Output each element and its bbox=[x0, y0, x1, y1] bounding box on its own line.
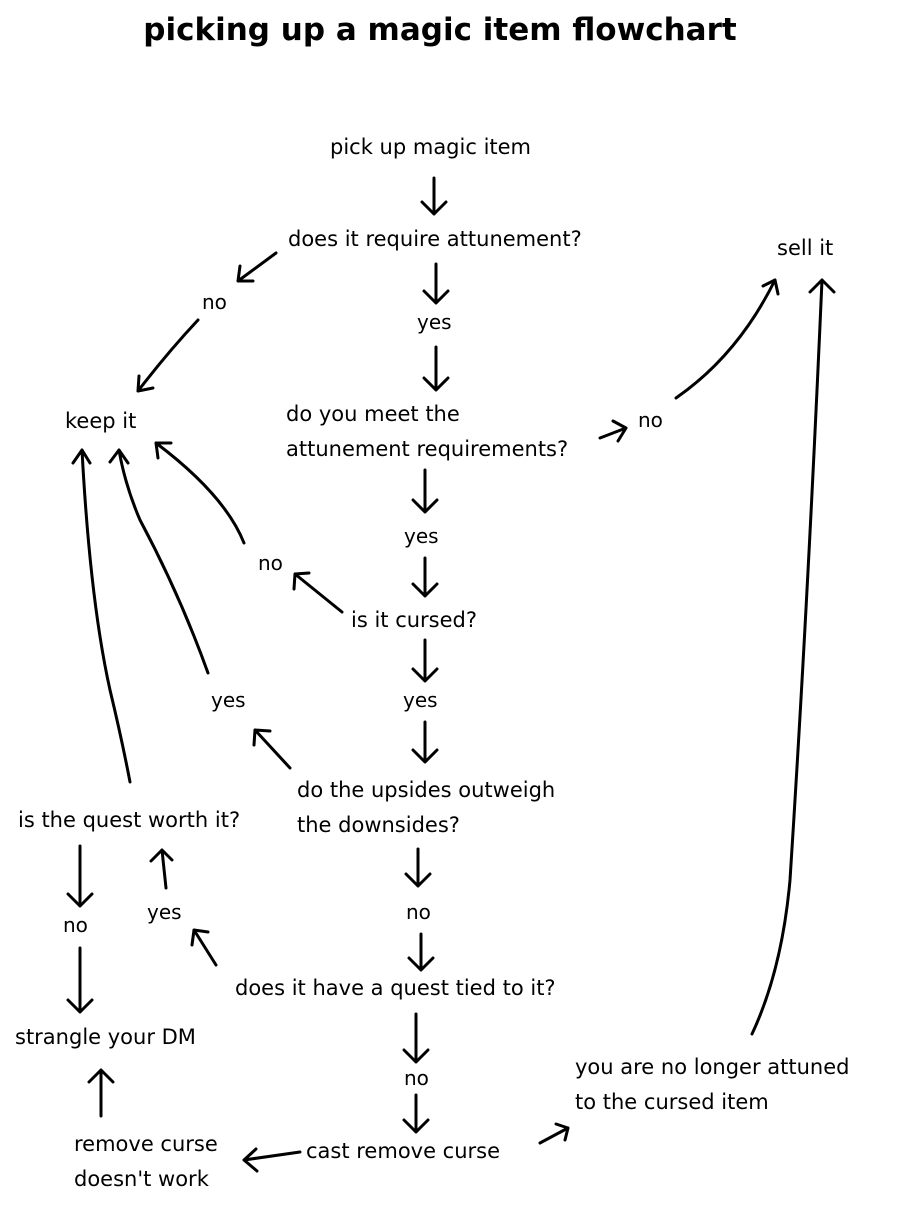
node-meet-requirements-line2: attunement requirements? bbox=[286, 437, 569, 461]
arrow-quest-worth-to-no bbox=[66, 844, 94, 908]
arrow-cursed-to-yes bbox=[411, 638, 439, 683]
arrow-no-to-keep-it-2 bbox=[154, 441, 246, 545]
label-upsides-yes: yes bbox=[211, 688, 246, 712]
node-is-it-cursed: is it cursed? bbox=[351, 608, 478, 632]
arrow-cursed-to-no-label bbox=[292, 571, 344, 614]
node-cast-remove-curse: cast remove curse bbox=[306, 1139, 501, 1163]
arrow-upsides-to-no bbox=[404, 847, 432, 888]
flowchart-title: picking up a magic item flowchart bbox=[143, 12, 737, 48]
arrow-remove-curse-fails-to-strangle bbox=[87, 1068, 115, 1118]
label-requirements-yes: yes bbox=[404, 524, 439, 548]
arrow-upsides-to-yes-label bbox=[252, 728, 292, 770]
label-quest-tied-no: no bbox=[404, 1066, 429, 1090]
arrow-pickup-to-attunement bbox=[420, 176, 448, 216]
node-requires-attunement: does it require attunement? bbox=[288, 227, 582, 251]
node-meet-requirements-line1: do you meet the bbox=[286, 402, 460, 426]
node-no-longer-attuned-line2: to the cursed item bbox=[575, 1090, 769, 1114]
node-sell-it: sell it bbox=[777, 236, 834, 260]
label-cursed-no: no bbox=[258, 551, 283, 575]
arrow-attunement-to-yes bbox=[422, 262, 450, 305]
label-attunement-no: no bbox=[202, 290, 227, 314]
node-pick-up-magic-item: pick up magic item bbox=[330, 135, 532, 159]
arrow-requirements-to-no-label bbox=[598, 419, 628, 443]
arrow-quest-tied-to-no bbox=[402, 1012, 430, 1064]
node-upsides-line1: do the upsides outweigh bbox=[297, 778, 556, 802]
arrow-no-longer-attuned-to-sell-it bbox=[750, 278, 836, 1036]
node-quest-worth-it: is the quest worth it? bbox=[18, 808, 241, 832]
node-keep-it: keep it bbox=[65, 409, 137, 433]
node-remove-curse-fails-line1: remove curse bbox=[74, 1132, 218, 1156]
label-attunement-yes: yes bbox=[417, 310, 452, 334]
arrow-yes-to-quest-worth bbox=[149, 848, 174, 890]
node-no-longer-attuned-line1: you are no longer attuned bbox=[575, 1055, 850, 1079]
label-cursed-yes: yes bbox=[403, 688, 438, 712]
arrow-yes-to-upsides bbox=[411, 720, 439, 764]
arrow-yes-to-cursed bbox=[411, 556, 439, 598]
arrow-no-to-sell-it bbox=[674, 278, 780, 400]
arrow-yes-to-keep-it bbox=[108, 448, 210, 675]
arrow-requirements-to-yes bbox=[411, 468, 439, 514]
node-quest-tied: does it have a quest tied to it? bbox=[235, 976, 556, 1000]
node-strangle-dm: strangle your DM bbox=[15, 1025, 196, 1049]
arrow-cast-to-remove-curse-fails bbox=[242, 1147, 302, 1173]
arrow-quest-tied-to-yes-label bbox=[190, 928, 218, 967]
arrow-quest-worth-to-keep-it bbox=[71, 448, 132, 784]
arrow-yes-to-requirements bbox=[422, 345, 450, 392]
label-quest-worth-no: no bbox=[63, 913, 88, 937]
label-upsides-no: no bbox=[406, 900, 431, 924]
node-remove-curse-fails-line2: doesn't work bbox=[74, 1167, 209, 1191]
arrow-no-to-strangle-dm bbox=[66, 946, 94, 1014]
arrow-no-to-cast-remove-curse bbox=[402, 1093, 430, 1134]
arrow-no-to-keep-it bbox=[136, 318, 200, 393]
arrow-cast-to-no-longer-attuned bbox=[538, 1122, 570, 1145]
node-upsides-line2: the downsides? bbox=[297, 813, 460, 837]
label-quest-tied-yes: yes bbox=[147, 900, 182, 924]
arrow-attunement-to-no-label bbox=[236, 251, 278, 283]
arrow-no-to-quest-tied bbox=[407, 932, 435, 972]
label-requirements-no: no bbox=[638, 408, 663, 432]
